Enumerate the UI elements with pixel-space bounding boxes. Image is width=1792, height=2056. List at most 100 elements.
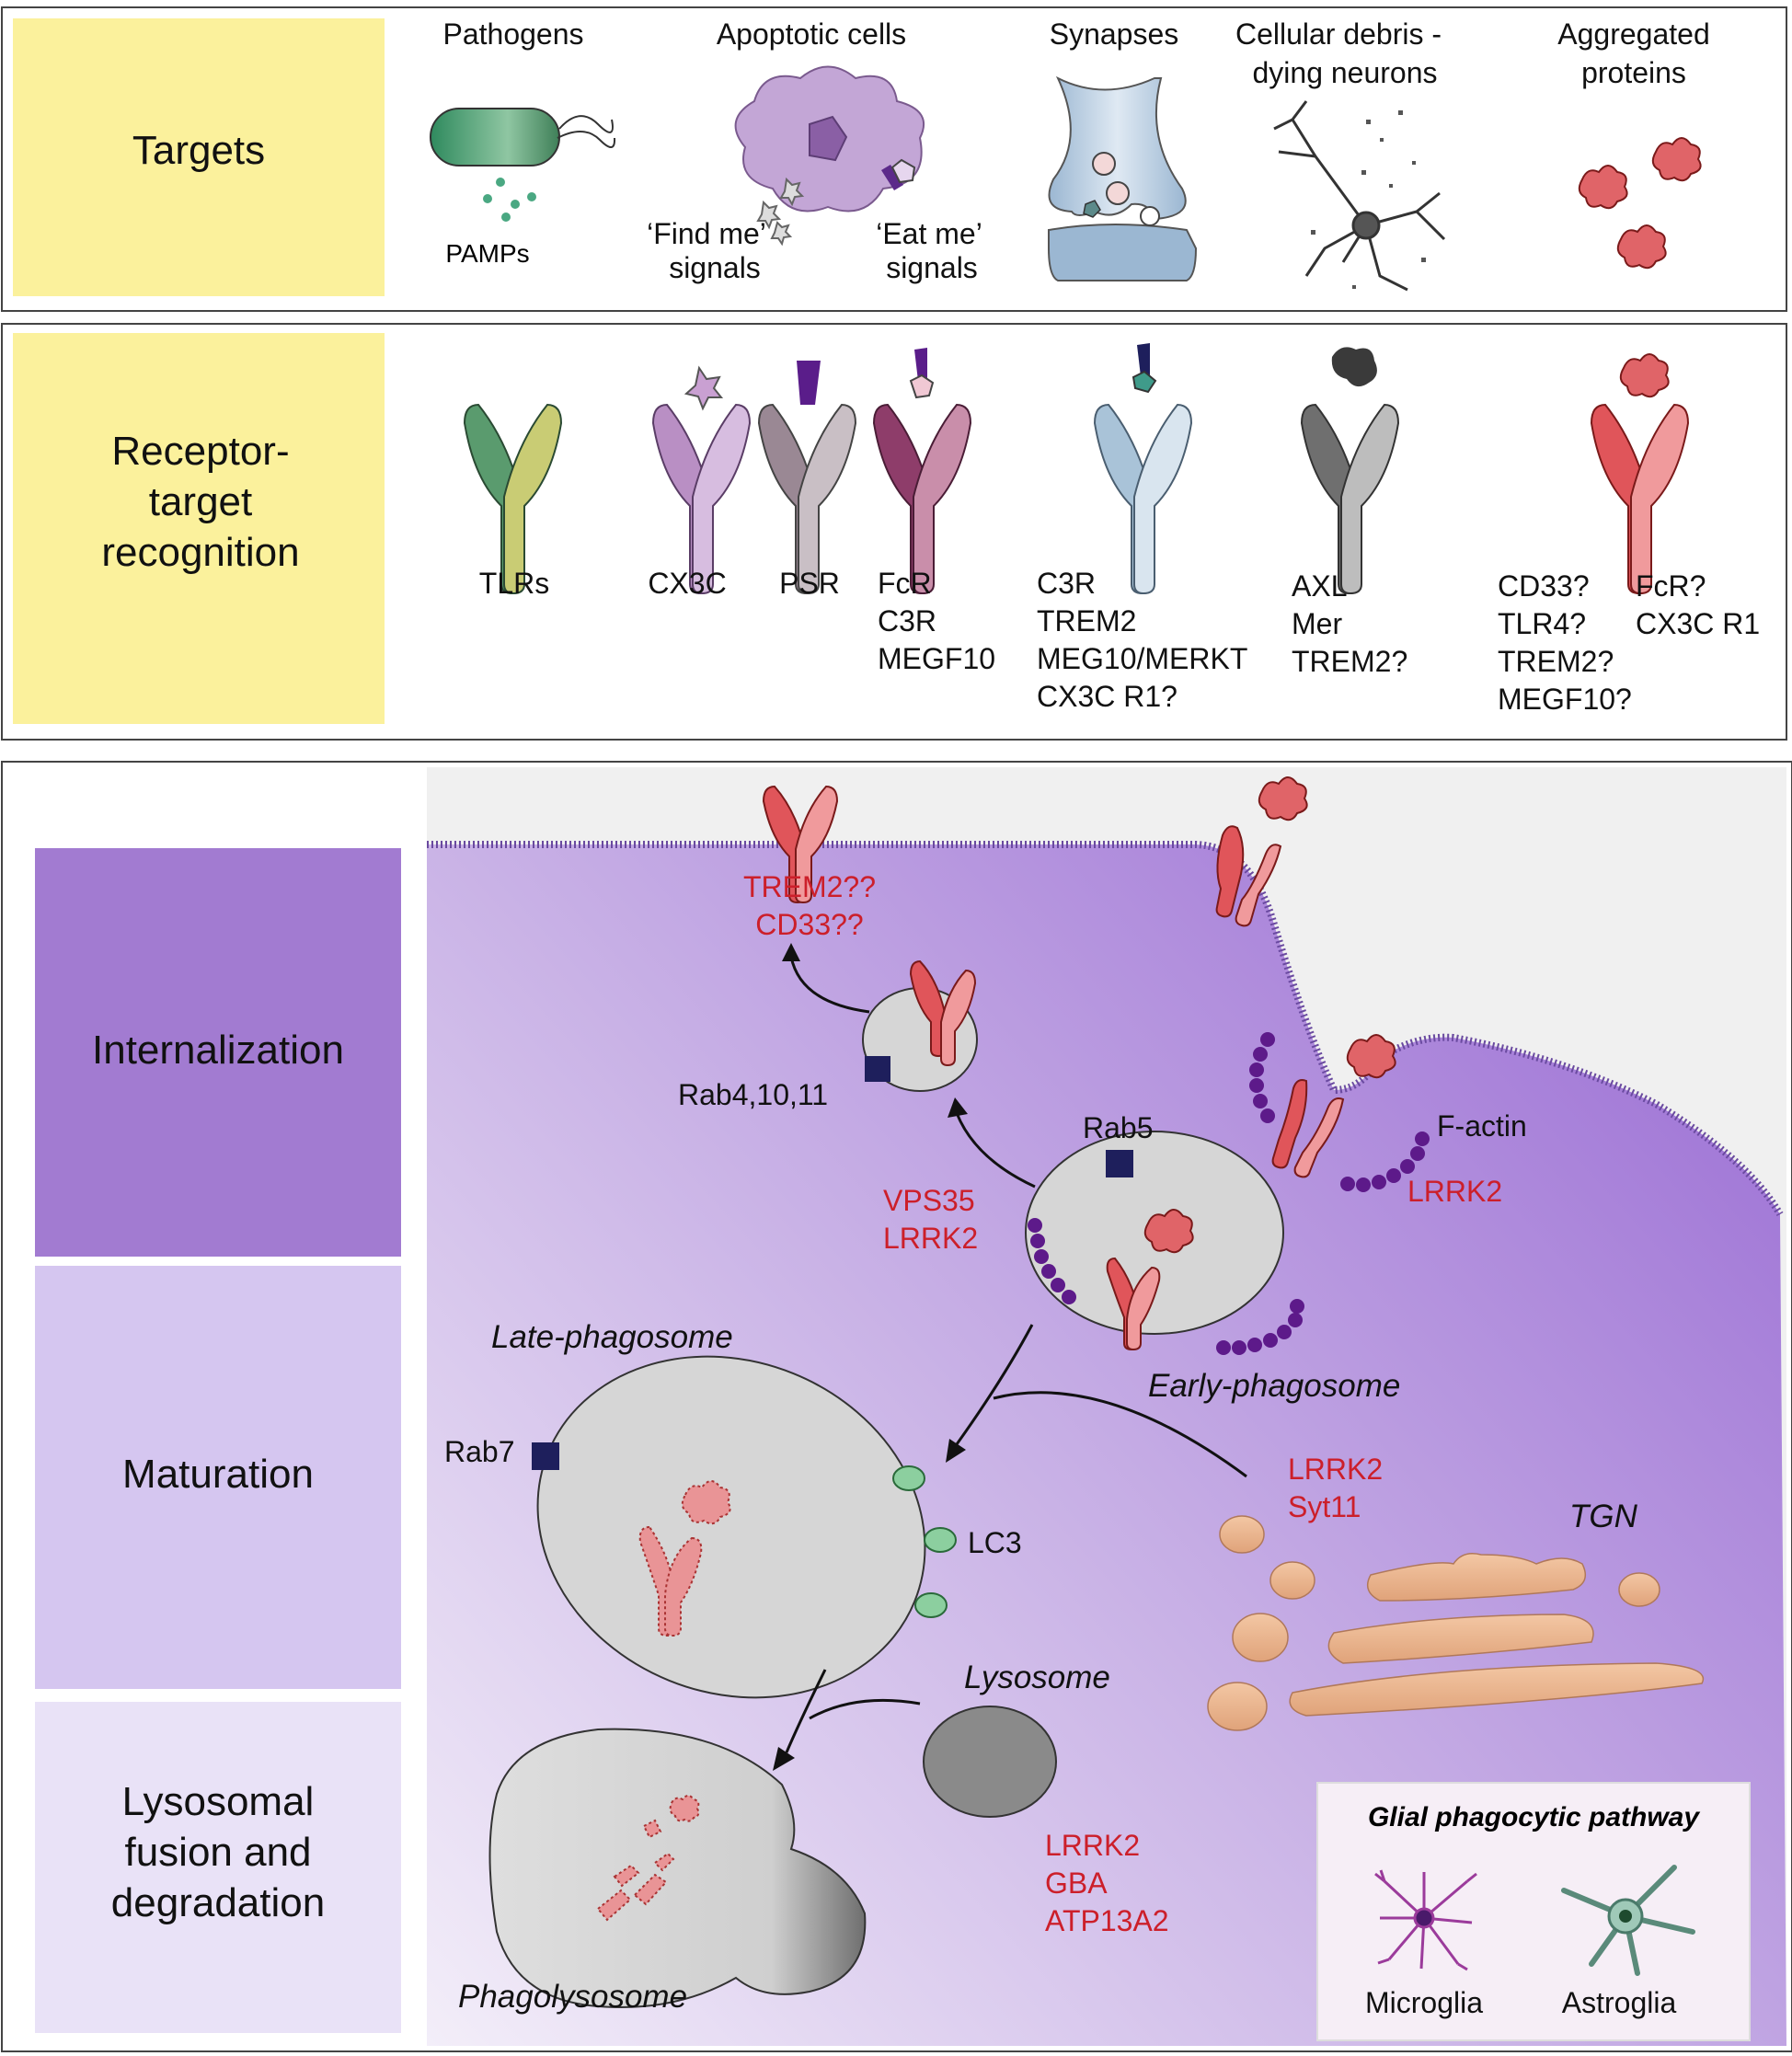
recycle-arrowhead (782, 943, 800, 961)
protein-group-left-3: TREM2? (1498, 645, 1614, 678)
stage-degradation-box (35, 1702, 401, 2033)
microglia-cell-body (427, 844, 1786, 2046)
protein-ligand-icon (1619, 353, 1670, 398)
stage-maturation-box (35, 1266, 401, 1689)
psr-label: PSR (779, 567, 840, 600)
invaginating-aggregate-top-icon (1258, 776, 1308, 821)
aggregated-title-1: Aggregated (1557, 17, 1709, 51)
fcr-ligand-icon (909, 348, 935, 399)
c3r-ligand-icon (1131, 343, 1157, 394)
microglia-label: Microglia (1365, 1986, 1483, 2019)
c3r-group-line-3: MEG10/MERKT (1037, 642, 1247, 675)
axl-group-line-1: AXL (1292, 569, 1347, 603)
late-to-phago-arrowhead (773, 1747, 795, 1771)
axl-receptor-icon (1300, 403, 1400, 595)
rab4-marker (865, 1056, 890, 1082)
stage-degradation-label-2: fusion and (124, 1830, 311, 1875)
find-me-label-2: signals (669, 251, 761, 284)
debris-title-2: dying neurons (1252, 56, 1437, 89)
tgn-label: TGN (1569, 1499, 1638, 1534)
synapse-icon (1048, 75, 1198, 281)
actin-chain-membrane-left (1249, 1032, 1275, 1123)
late-phagosome-receptor-icon (638, 1525, 703, 1637)
trans-golgi-network (1207, 1515, 1705, 1731)
recognition-label-3: recognition (101, 530, 299, 575)
psr-ligand-icon (797, 361, 821, 405)
early-phagosome-receptor-icon (1106, 1257, 1161, 1351)
invaginating-aggregate-bottom-icon (1346, 1034, 1396, 1079)
lrrk2-label-b: LRRK2 (1407, 1175, 1502, 1208)
vps35-label: VPS35 (883, 1184, 975, 1217)
syt11-label: Syt11 (1288, 1490, 1361, 1523)
actin-chain-early-left (1028, 1218, 1076, 1304)
astroglia-label: Astroglia (1562, 1986, 1677, 2019)
fcr-group-line-2: C3R (878, 604, 936, 637)
cd33-label: CD33?? (755, 908, 863, 941)
apoptotic-title: Apoptotic cells (717, 17, 906, 51)
recognition-label-1: Receptor- (111, 429, 289, 474)
astroglia-icon (1561, 1865, 1695, 1976)
rab7-marker (532, 1442, 559, 1470)
apoptotic-cell-icon (734, 65, 925, 212)
early-phagosome-aggregate-icon (1143, 1209, 1194, 1254)
protein-group-left-1: CD33? (1498, 569, 1590, 603)
psr-receptor-icon (757, 403, 857, 595)
c3r-receptor-icon (1093, 403, 1193, 595)
late-to-phago-arrow (785, 1669, 827, 1753)
early-to-late-arrow (955, 1324, 1034, 1445)
stage-degradation-label-1: Lysosomal (122, 1779, 315, 1824)
recognition-label-2: target (149, 479, 253, 524)
eat-me-label-2: signals (886, 251, 978, 284)
c3r-group-line-4: CX3C R1? (1037, 680, 1177, 713)
surface-receptor-icon (762, 785, 839, 904)
cx3c-ligand-icon (683, 365, 724, 411)
stage-maturation-label: Maturation (122, 1452, 314, 1497)
lc3-marker-2 (924, 1527, 957, 1553)
pamps-label: PAMPs (445, 239, 529, 268)
synapses-title: Synapses (1050, 17, 1179, 51)
fcr-receptor-icon (872, 403, 972, 595)
legend-box (1316, 1782, 1751, 2041)
atp13a2-label: ATP13A2 (1045, 1904, 1169, 1937)
protein-group-left-2: TLR4? (1498, 607, 1586, 640)
dying-neuron-icon (1273, 100, 1446, 292)
legend-title: Glial phagocytic pathway (1368, 1802, 1700, 1832)
phagolysosome (488, 1728, 867, 2008)
lrrk2-label-d: LRRK2 (1045, 1829, 1140, 1862)
trem2-label: TREM2?? (743, 870, 876, 903)
pamps-dots-icon (483, 178, 536, 222)
eat-me-label-1: ‘Eat me’ (876, 217, 982, 250)
f-actin-label: F-actin (1437, 1109, 1527, 1143)
protein-group-right-1: FcR? (1636, 569, 1706, 603)
actin-chain-membrane-right (1340, 1131, 1430, 1192)
bacterium-icon (430, 108, 616, 167)
recycle-arrow (789, 956, 870, 1014)
lc3-label: LC3 (968, 1526, 1022, 1559)
rab5-marker (1106, 1150, 1133, 1177)
protein-group-left-4: MEGF10? (1498, 683, 1632, 716)
late-phagosome-aggregate-icon (681, 1480, 731, 1525)
phagolysosome-debris-icon (596, 1795, 700, 1922)
invaginating-receptor-top-icon (1215, 825, 1282, 927)
debris-title-1: Cellular debris - (1235, 17, 1442, 51)
actin-chain-early-right (1216, 1299, 1304, 1355)
early-phagosome-label: Early-phagosome (1148, 1368, 1400, 1404)
early-to-recycling-arrowhead (948, 1097, 968, 1118)
lc3-marker-1 (892, 1465, 925, 1491)
cx3c-label: CX3C (648, 567, 726, 600)
axl-ligand-icon (1331, 347, 1377, 387)
gba-label: GBA (1045, 1866, 1108, 1900)
axl-group-line-2: Mer (1292, 607, 1342, 640)
tgn-input-arrow (993, 1391, 1247, 1478)
find-me-label-1: ‘Find me’ (647, 217, 766, 250)
tlr-receptor-icon (463, 403, 563, 595)
endosome-receptor-icon (909, 959, 977, 1067)
stage-internalization-label: Internalization (92, 1028, 344, 1073)
early-to-late-arrowhead (946, 1439, 966, 1463)
lysosome-label: Lysosome (964, 1660, 1110, 1695)
eat-me-signals-icon (881, 158, 916, 190)
lysosome-input-arrow (809, 1698, 921, 1720)
rab5-label: Rab5 (1083, 1111, 1154, 1144)
phagolysosome-label: Phagolysosome (458, 1979, 687, 2015)
